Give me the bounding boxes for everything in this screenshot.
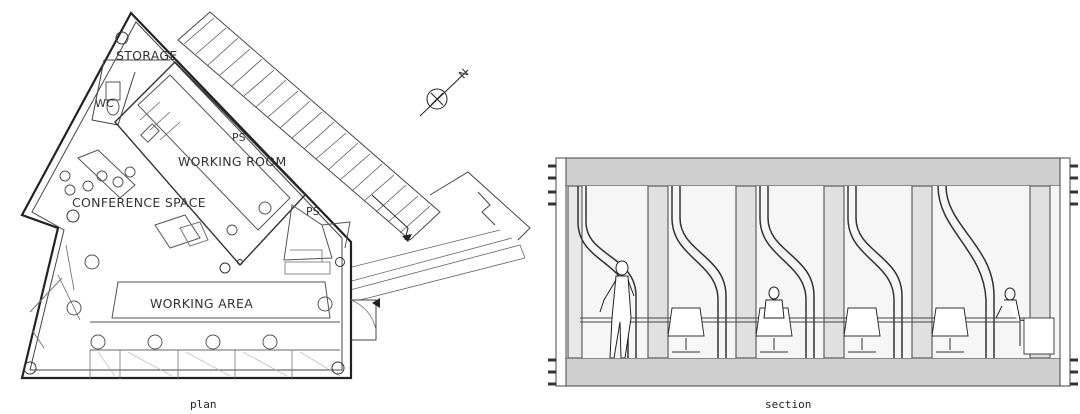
column-marker bbox=[335, 257, 345, 267]
section-caption: section bbox=[765, 398, 812, 411]
storage-wc-block bbox=[91, 31, 170, 126]
staircase bbox=[177, 11, 531, 301]
room-label-wc: WC bbox=[95, 97, 114, 110]
column-marker bbox=[115, 31, 129, 45]
room-label-storage: STORAGE bbox=[116, 48, 178, 63]
entrance-arrow-icon bbox=[372, 298, 380, 308]
working-area-furniture bbox=[23, 201, 380, 378]
floor-slab bbox=[565, 357, 1061, 387]
column-marker bbox=[331, 361, 345, 375]
room-label-ps: PS bbox=[306, 205, 320, 218]
column-marker bbox=[66, 209, 80, 223]
floor-plan bbox=[20, 11, 531, 380]
column-marker bbox=[219, 262, 231, 274]
column-marker bbox=[237, 259, 243, 265]
chair-icon bbox=[59, 166, 136, 196]
conference-furniture bbox=[59, 149, 209, 249]
room-label-ps: PS bbox=[232, 131, 246, 144]
building-outline bbox=[20, 11, 353, 380]
working-room bbox=[114, 61, 351, 275]
room-label-working-area: WORKING AREA bbox=[150, 296, 253, 311]
building-section bbox=[548, 157, 1078, 387]
chair-icon bbox=[66, 201, 333, 350]
room-label-conference-space: CONFERENCE SPACE bbox=[72, 195, 206, 210]
north-arrow-icon bbox=[419, 69, 469, 117]
column-marker bbox=[23, 361, 37, 375]
plan-caption: plan bbox=[190, 398, 217, 411]
roof-slab bbox=[565, 157, 1061, 187]
room-label-working-room: WORKING ROOM bbox=[178, 154, 287, 169]
person-figure bbox=[599, 260, 635, 359]
